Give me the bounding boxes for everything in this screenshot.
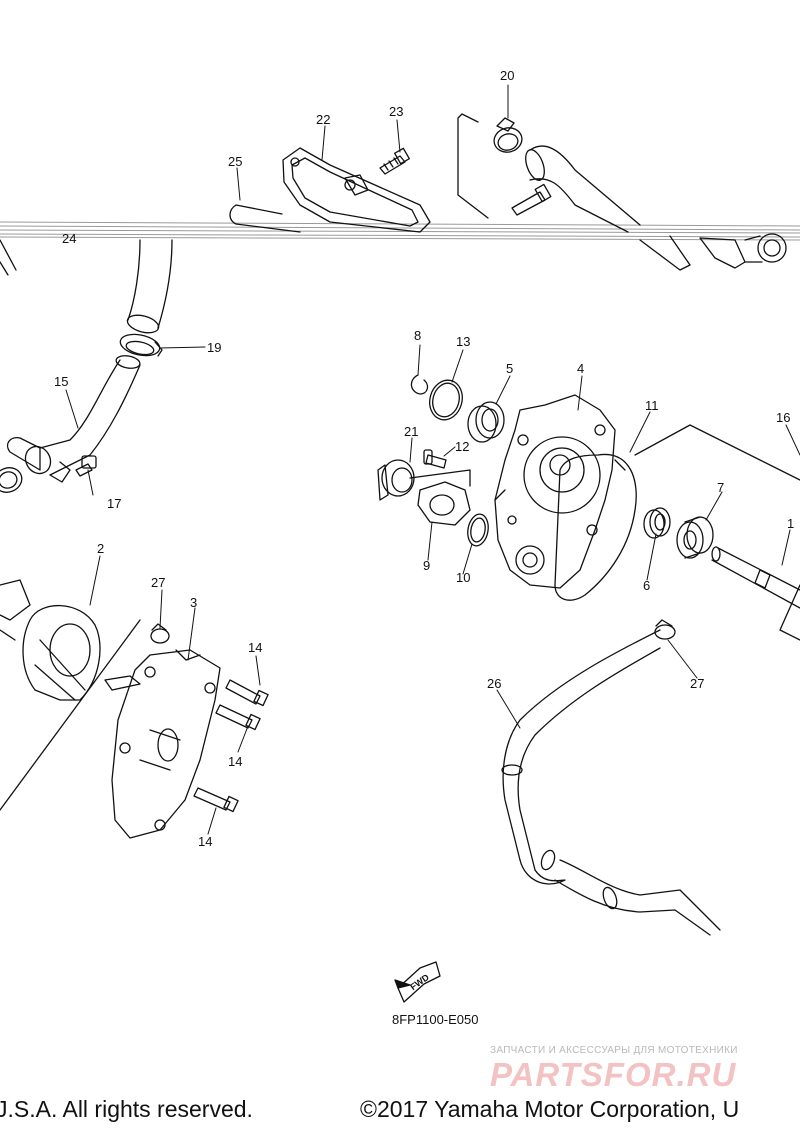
part-5-bearing <box>467 401 505 443</box>
part-8-circlip <box>410 374 429 395</box>
callout-7: 7 <box>717 480 724 495</box>
part-14-bolts <box>193 679 269 813</box>
part-6-seal <box>643 507 671 539</box>
callout-labels: 20 22 23 25 24 19 15 17 8 13 5 4 11 16 2… <box>54 68 794 992</box>
part-7-mechanical-seal <box>676 516 714 559</box>
watermark-tagline: ЗАПЧАСТИ И АКСЕССУАРЫ ДЛЯ МОТОТЕХНИКИ <box>490 1045 738 1056</box>
callout-16: 16 <box>776 410 790 425</box>
callout-10: 10 <box>456 570 470 585</box>
callout-9: 9 <box>423 558 430 573</box>
callout-27-upper: 27 <box>151 575 165 590</box>
callout-20: 20 <box>500 68 514 83</box>
callout-21: 21 <box>404 424 418 439</box>
pipe-24-upper <box>0 239 173 334</box>
bolt-near-hose <box>511 183 552 216</box>
part-9-fitting <box>409 469 471 526</box>
part-21-clamp <box>377 459 415 501</box>
diagram-code: 8FP1100-E050 <box>392 1012 479 1027</box>
callout-14-c: 14 <box>198 834 212 849</box>
upper-right-housing <box>639 233 787 271</box>
part-4-pump-housing <box>494 394 626 589</box>
leader-lines <box>65 84 800 835</box>
callout-24: 24 <box>62 231 76 246</box>
part-19-clamp <box>119 333 163 357</box>
part-27-clamp-lower <box>654 619 676 640</box>
leader-diagonal <box>0 619 141 811</box>
callout-8: 8 <box>414 328 421 343</box>
o-ring-left <box>0 467 23 493</box>
part-27-clamp-upper <box>150 623 170 644</box>
hose-top-right <box>525 145 641 233</box>
callout-23: 23 <box>389 104 403 119</box>
callout-26: 26 <box>487 676 501 691</box>
callout-11: 11 <box>645 398 659 413</box>
footer-rights: J.S.A. All rights reserved. <box>0 1096 253 1122</box>
part-26-hose <box>501 629 721 936</box>
callout-6: 6 <box>643 578 650 593</box>
part-12-bolt <box>423 449 447 469</box>
callout-13: 13 <box>456 334 470 349</box>
part-20-hose-clamp <box>493 117 523 153</box>
part-13-o-ring <box>429 379 463 421</box>
watermark-logo: PARTSFOR.RU <box>490 1056 737 1093</box>
callout-3: 3 <box>190 595 197 610</box>
callout-12: 12 <box>455 439 469 454</box>
part-25-gasket <box>229 204 301 233</box>
part-11-gasket <box>554 453 637 601</box>
callout-5: 5 <box>506 361 513 376</box>
callout-15: 15 <box>54 374 68 389</box>
part-15-water-pipe <box>6 355 141 483</box>
leader-box-11-16 <box>634 424 800 481</box>
leader-box-20 <box>457 113 489 219</box>
callout-14-b: 14 <box>228 754 242 769</box>
part-2-cover <box>0 579 101 701</box>
callout-27-lower: 27 <box>690 676 704 691</box>
part-1-impeller-shaft <box>711 546 800 641</box>
part-17-bolt <box>75 455 97 477</box>
callout-4: 4 <box>577 361 584 376</box>
fwd-arrow-icon <box>394 961 441 1003</box>
part-10-o-ring <box>467 513 489 547</box>
part-23-bolt <box>379 147 410 175</box>
callout-17: 17 <box>107 496 121 511</box>
callout-25: 25 <box>228 154 242 169</box>
callout-1: 1 <box>787 516 794 531</box>
callout-14-a: 14 <box>248 640 262 655</box>
part-22-cover-plate <box>282 147 431 233</box>
callout-2: 2 <box>97 541 104 556</box>
callout-19: 19 <box>207 340 221 355</box>
footer-copyright: ©2017 Yamaha Motor Corporation, U <box>360 1096 740 1122</box>
callout-22: 22 <box>316 112 330 127</box>
scan-artifact-band <box>0 221 800 241</box>
part-3-pump-cover <box>104 649 221 839</box>
